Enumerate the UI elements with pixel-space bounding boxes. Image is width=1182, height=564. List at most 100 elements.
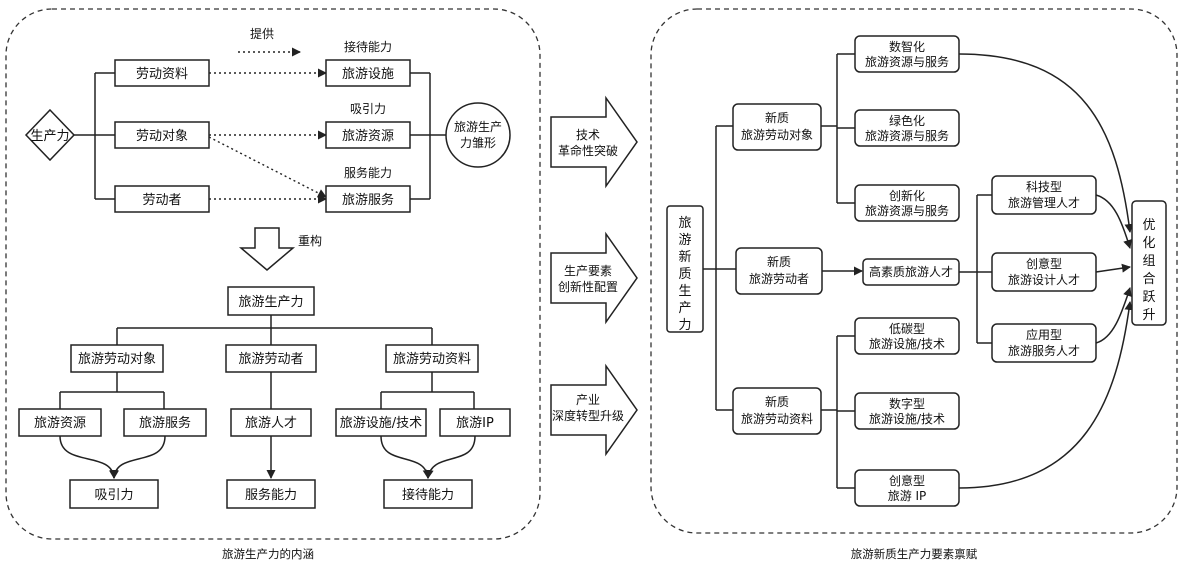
bottom-facilities-tech-label: 旅游设施/技术 xyxy=(340,416,422,431)
innovative-line1: 创新化 xyxy=(889,188,925,203)
bottom-services-box xyxy=(123,408,207,437)
prototype-label-line2: 力雏形 xyxy=(460,135,496,150)
digital-type-box xyxy=(854,392,960,430)
outcome-reception-box xyxy=(383,479,473,509)
root-char-7: 力 xyxy=(678,318,691,333)
attraction-label: 吸引力 xyxy=(350,102,386,116)
low-carbon-line2: 旅游设施/技术 xyxy=(869,337,945,351)
arrow-industry-upgrade xyxy=(550,363,638,457)
tourism-facilities-box xyxy=(325,59,411,87)
bottom-resources-box xyxy=(18,408,102,437)
prototype-circle xyxy=(445,102,511,168)
tourism-productivity-label: 旅游生产力 xyxy=(238,295,303,310)
creative-talent-line2: 旅游设计人才 xyxy=(1008,273,1080,287)
new-labor-means-line1: 新质 xyxy=(765,394,789,409)
result-char-4: 合 xyxy=(1142,272,1155,287)
labor-object-box xyxy=(114,121,210,149)
arrow-industry-line1: 产业 xyxy=(576,393,600,407)
new-labor-means-line2: 旅游劳动资料 xyxy=(741,412,813,426)
labor-object-label: 劳动对象 xyxy=(136,128,188,144)
applied-talent-line2: 旅游服务人才 xyxy=(1008,343,1080,358)
new-labor-object-line1: 新质 xyxy=(765,110,789,125)
innovative-line2: 旅游资源与服务 xyxy=(865,203,949,218)
digital-type-line2: 旅游设施/技术 xyxy=(869,412,945,426)
arrow-tech-line2: 革命性突破 xyxy=(558,143,618,158)
creative-ip-line2: 旅游 IP xyxy=(888,489,927,503)
arrow-factor-allocation xyxy=(550,231,638,325)
new-laborer-line2: 旅游劳动者 xyxy=(749,272,809,286)
laborer-box xyxy=(114,185,210,213)
outcome-service-box xyxy=(226,479,316,509)
productivity-label: 生产力 xyxy=(30,129,69,144)
result-char-2: 化 xyxy=(1142,236,1155,251)
left-panel-caption: 旅游生产力的内涵 xyxy=(222,547,314,561)
bottom-talent-box xyxy=(230,408,312,437)
new-labor-object-box xyxy=(732,103,822,151)
outcome-service-label: 服务能力 xyxy=(245,487,297,503)
productivity-diamond xyxy=(24,108,76,162)
bottom-talent-label: 旅游人才 xyxy=(245,416,297,431)
prototype-label-line1: 旅游生产 xyxy=(454,120,502,134)
tourism-laborer-box xyxy=(225,344,317,373)
tourism-services-label: 旅游服务 xyxy=(342,192,394,208)
service-capacity-label: 服务能力 xyxy=(344,165,392,180)
left-panel-frame xyxy=(5,8,541,540)
digital-intelligent-line1: 数智化 xyxy=(889,39,925,54)
digital-type-line1: 数字型 xyxy=(889,396,925,411)
provide-label: 提供 xyxy=(250,26,274,41)
tourism-resources-label: 旅游资源 xyxy=(342,129,394,144)
arrow-industry-line2: 深度转型升级 xyxy=(552,408,624,423)
tourism-labor-means-box xyxy=(385,344,479,373)
green-line1: 绿色化 xyxy=(889,113,925,128)
bottom-ip-label: 旅游IP xyxy=(456,416,494,431)
restructure-label: 重构 xyxy=(298,233,322,248)
tourism-productivity-box xyxy=(227,286,315,316)
arrow-factor-line2: 创新性配置 xyxy=(558,279,618,294)
creative-talent-line1: 创意型 xyxy=(1026,256,1062,271)
right-panel-caption: 旅游新质生产力要素禀赋 xyxy=(851,547,978,561)
tourism-labor-means-label: 旅游劳动资料 xyxy=(393,351,471,367)
root-char-3: 新 xyxy=(678,249,691,265)
bottom-ip-box xyxy=(439,408,511,437)
root-char-4: 质 xyxy=(678,267,691,282)
root-char-1: 旅 xyxy=(678,216,691,231)
arrow-tech-breakthrough xyxy=(550,95,638,189)
result-char-5: 跃 xyxy=(1142,290,1155,305)
low-carbon-box xyxy=(854,317,960,355)
outcome-reception-label: 接待能力 xyxy=(402,487,454,503)
optimize-combine-leap-box xyxy=(1131,200,1167,326)
laborer-label: 劳动者 xyxy=(142,192,181,208)
tourism-services-box xyxy=(325,185,411,213)
right-panel-frame xyxy=(650,8,1178,534)
bottom-facilities-tech-box xyxy=(335,408,427,437)
root-char-5: 生 xyxy=(678,284,691,299)
root-char-6: 产 xyxy=(678,301,691,316)
low-carbon-line1: 低碳型 xyxy=(889,322,925,336)
digital-intelligent-line2: 旅游资源与服务 xyxy=(865,54,949,69)
tourism-facilities-label: 旅游设施 xyxy=(342,67,394,82)
bottom-resources-label: 旅游资源 xyxy=(34,416,86,431)
result-char-1: 优 xyxy=(1142,218,1155,233)
green-box xyxy=(854,109,960,147)
innovative-box xyxy=(854,184,960,222)
new-labor-means-box xyxy=(732,387,822,435)
arrow-factor-line1: 生产要素 xyxy=(564,264,612,278)
high-quality-talent-label: 高素质旅游人才 xyxy=(869,264,953,279)
tech-talent-line2: 旅游管理人才 xyxy=(1008,195,1080,210)
outcome-attraction-box xyxy=(69,479,159,509)
tourism-laborer-label: 旅游劳动者 xyxy=(238,351,303,367)
reception-capacity-label: 接待能力 xyxy=(344,39,392,54)
arrow-tech-line1: 技术 xyxy=(576,128,600,142)
new-labor-object-line2: 旅游劳动对象 xyxy=(741,128,813,142)
tourism-labor-object-label: 旅游劳动对象 xyxy=(78,351,156,367)
creative-ip-line1: 创意型 xyxy=(889,473,925,488)
green-line2: 旅游资源与服务 xyxy=(865,128,949,143)
tech-talent-line1: 科技型 xyxy=(1026,180,1062,194)
root-char-2: 游 xyxy=(678,233,691,248)
labor-means-label: 劳动资料 xyxy=(136,66,188,82)
outcome-attraction-label: 吸引力 xyxy=(94,488,133,503)
bottom-services-label: 旅游服务 xyxy=(139,415,191,431)
result-char-6: 升 xyxy=(1142,308,1155,323)
restructure-arrow xyxy=(238,227,296,271)
